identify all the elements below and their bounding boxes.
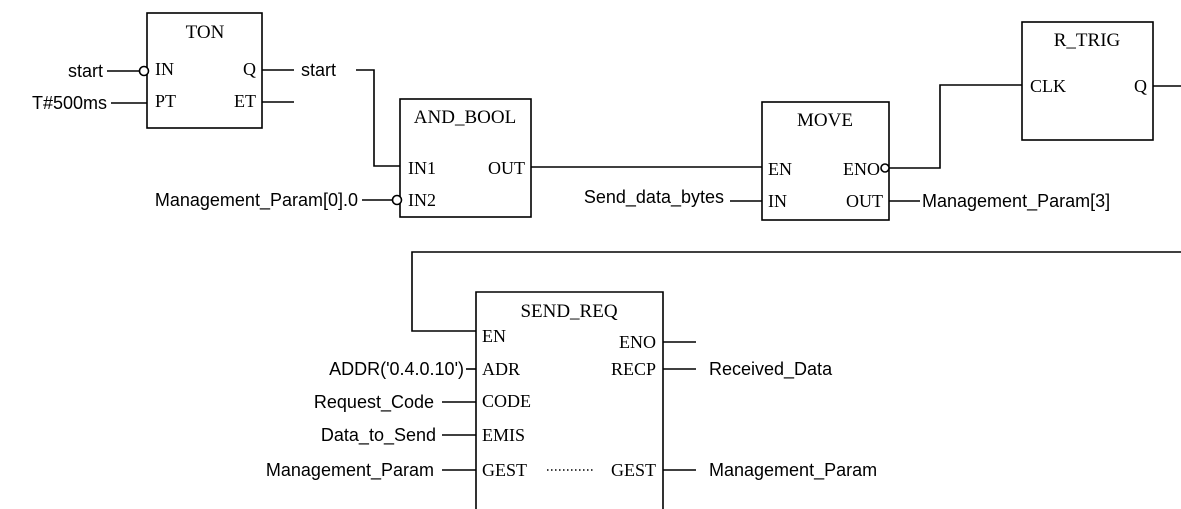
move-pin-in: IN xyxy=(768,191,787,211)
ton-in-negation xyxy=(138,65,150,77)
ton-pin-in: IN xyxy=(155,59,174,79)
send-req-pin-code: CODE xyxy=(482,391,531,411)
and-bool-block-box xyxy=(399,98,532,218)
move-title: MOVE xyxy=(797,110,853,131)
and-bool-pin-in2: IN2 xyxy=(408,190,436,210)
send-req-pin-en: EN xyxy=(482,326,506,346)
send-req-pin-emis: EMIS xyxy=(482,425,525,445)
r-trig-pin-clk: CLK xyxy=(1030,76,1066,96)
and-in2-variable: Management_Param[0].0 xyxy=(155,190,358,211)
send-req-pin-recp: RECP xyxy=(611,359,656,379)
send-recp-variable: Received_Data xyxy=(709,359,833,380)
ton-pin-pt: PT xyxy=(155,91,176,111)
move-block-box xyxy=(761,101,890,221)
ton-in-variable: start xyxy=(68,61,103,81)
send-req-pin-eno: ENO xyxy=(619,332,656,352)
ton-pin-q: Q xyxy=(243,59,256,79)
r-trig-pin-q: Q xyxy=(1134,76,1147,96)
ton-block-box xyxy=(146,12,263,129)
and-in1-wire xyxy=(356,69,400,167)
move-pin-out: OUT xyxy=(846,191,883,211)
and-bool-title: AND_BOOL xyxy=(414,107,516,128)
and-bool-pin-in1: IN1 xyxy=(408,158,436,178)
send-en-wire xyxy=(411,251,1181,332)
ton-title: TON xyxy=(186,22,225,43)
send-code-variable: Request_Code xyxy=(314,392,434,413)
send-req-pin-gest-in: GEST xyxy=(482,460,527,480)
move-in-variable: Send_data_bytes xyxy=(584,187,724,208)
r-trig-title: R_TRIG xyxy=(1054,30,1121,51)
ton-q-variable: start xyxy=(301,60,336,80)
send-adr-variable: ADDR('0.4.0.10') xyxy=(329,359,464,379)
send-req-pin-gest-out: GEST xyxy=(611,460,656,480)
ton-pin-et: ET xyxy=(234,91,256,111)
move-block[interactable]: MOVE EN IN ENO OUT xyxy=(761,101,890,221)
r-trig-block-box xyxy=(1021,21,1154,141)
send-gest-out-variable: Management_Param xyxy=(709,460,877,481)
move-pin-en: EN xyxy=(768,159,792,179)
move-eno-wire xyxy=(889,84,1022,169)
send-gest-in-variable: Management_Param xyxy=(266,460,434,481)
send-req-block[interactable]: SEND_REQ EN ADR CODE EMIS GEST ENO RECP … xyxy=(475,291,664,509)
r-trig-block[interactable]: R_TRIG CLK Q xyxy=(1021,21,1154,141)
move-eno-connector xyxy=(880,163,890,173)
move-pin-eno: ENO xyxy=(843,159,880,179)
and-bool-pin-out: OUT xyxy=(488,158,525,178)
and-in2-negation xyxy=(391,194,403,206)
and-bool-block[interactable]: AND_BOOL IN1 IN2 OUT xyxy=(399,98,532,218)
move-out-variable: Management_Param[3] xyxy=(922,191,1110,212)
send-req-block-box xyxy=(475,291,664,509)
send-req-pin-adr: ADR xyxy=(482,359,520,379)
ton-pt-variable: T#500ms xyxy=(32,93,107,113)
send-req-title: SEND_REQ xyxy=(520,301,617,322)
send-emis-variable: Data_to_Send xyxy=(321,425,436,446)
ton-block[interactable]: TON IN PT Q ET xyxy=(146,12,263,129)
